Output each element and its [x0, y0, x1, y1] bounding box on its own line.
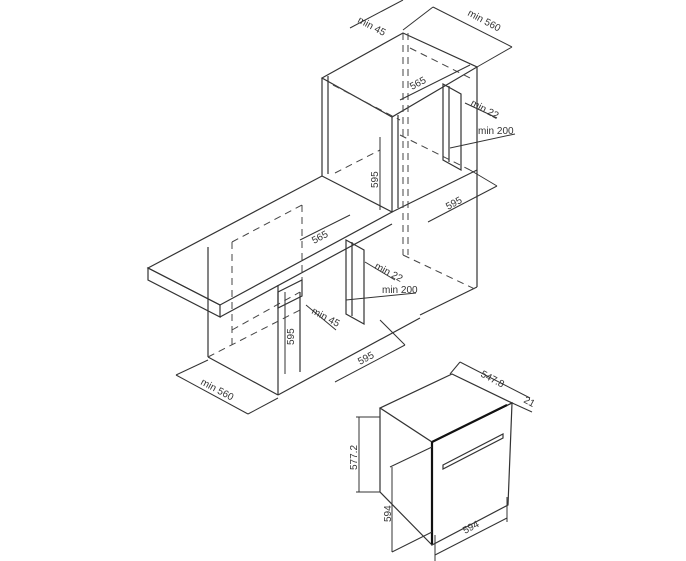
- label-tall-min-22: min 22: [469, 98, 501, 122]
- label-oven-front-width: 594: [461, 519, 481, 537]
- label-tall-595-width: 595: [444, 195, 464, 213]
- label-under-565: 565: [310, 229, 330, 247]
- label-under-min-22: min 22: [373, 261, 405, 285]
- dimension-labels: min 45 min 560 565 min 22 min 200 595 59…: [199, 8, 537, 537]
- label-oven-depth: 547.8: [479, 369, 507, 391]
- label-under-595-height: 595: [286, 328, 297, 345]
- tall-cabinet: [320, 32, 479, 316]
- label-under-595-width: 595: [356, 350, 376, 368]
- countertop: [146, 175, 394, 318]
- dimension-lines: [175, 0, 516, 415]
- label-under-min-200: min 200: [382, 285, 418, 296]
- label-tall-565: 565: [408, 75, 428, 93]
- label-oven-front-height: 594: [383, 505, 394, 522]
- label-oven-body-height: 577.2: [349, 445, 360, 470]
- oven-handle: [442, 433, 504, 470]
- label-oven-door: 21: [522, 395, 537, 410]
- oven: [356, 361, 533, 561]
- label-tall-min-45: min 45: [356, 15, 388, 39]
- under-counter-cabinet: [207, 204, 421, 396]
- label-tall-min-560: min 560: [466, 8, 503, 35]
- label-under-min-45: min 45: [310, 306, 342, 330]
- label-tall-min-200: min 200: [478, 126, 514, 137]
- label-tall-595-height: 595: [370, 171, 381, 188]
